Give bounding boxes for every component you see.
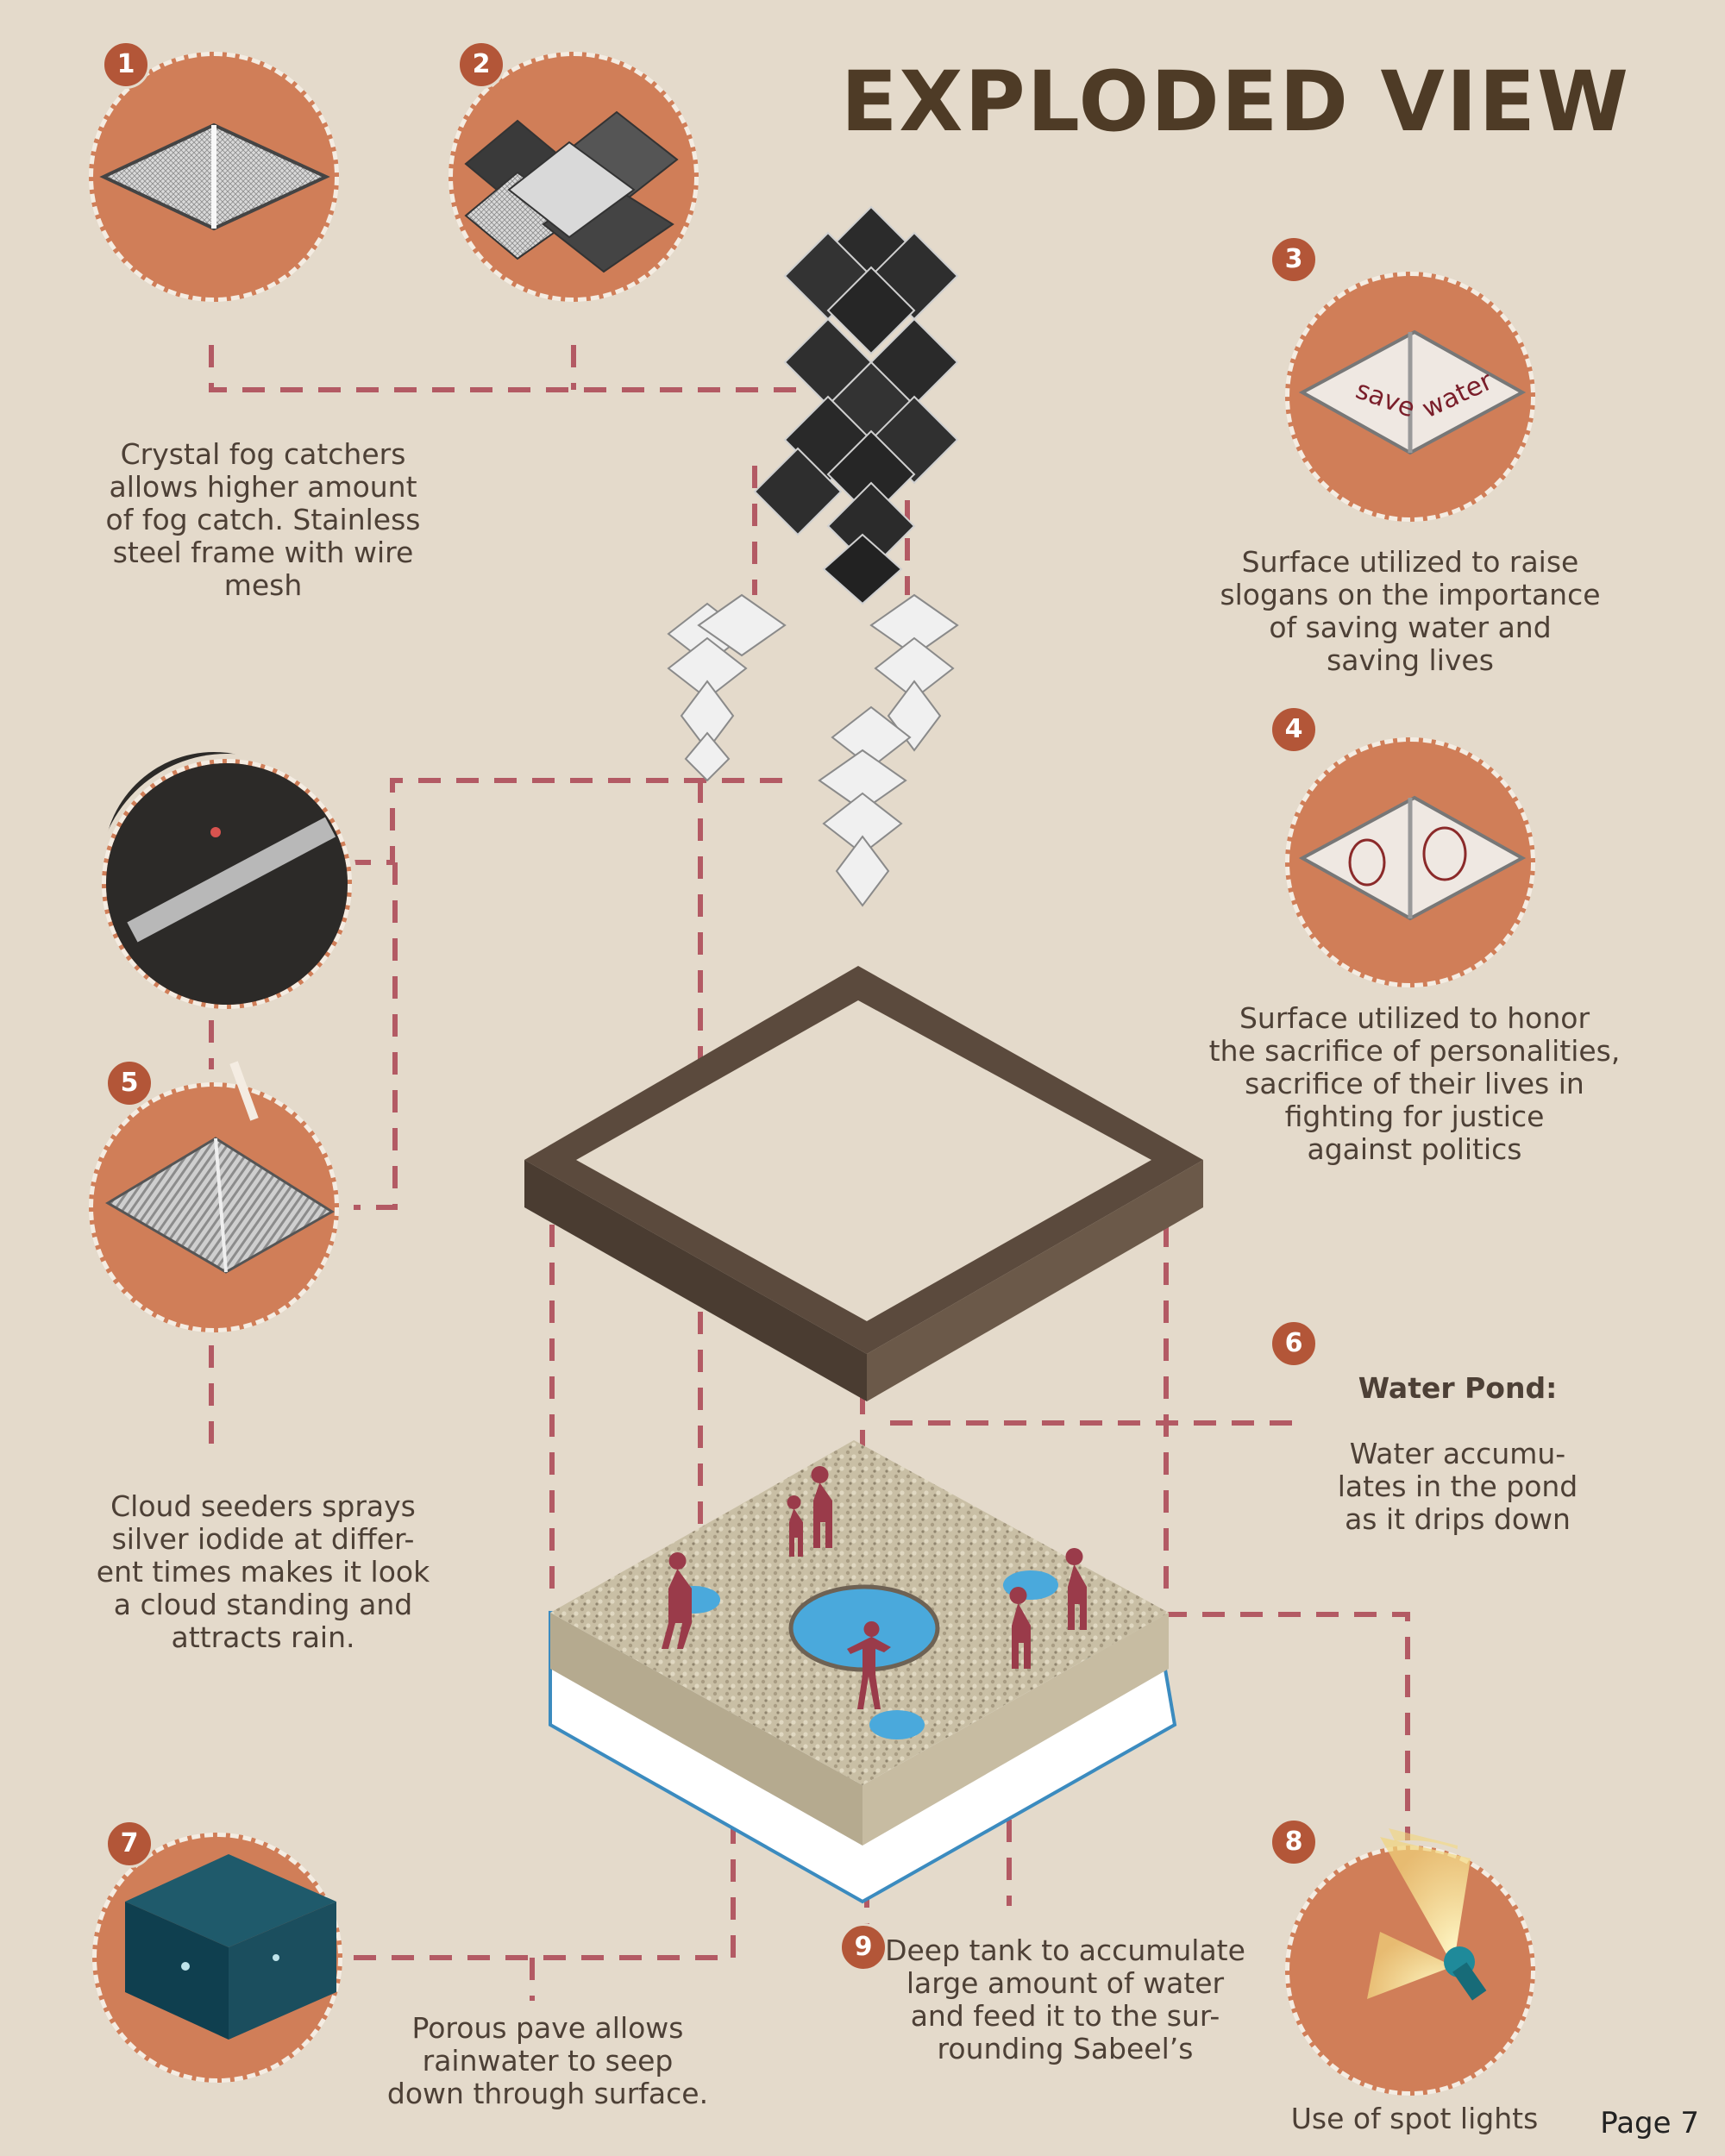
save-water-panel-icon: save water: [1298, 329, 1527, 455]
item-3-text: Surface utilized to raise slogans on the…: [1220, 545, 1601, 677]
item-5-text: Cloud seeders sprays silver iodide at di…: [96, 1489, 430, 1654]
ground-slab: [549, 1440, 1177, 1904]
item-9-text: Deep tank to accumulate large amount of …: [885, 1934, 1245, 2065]
fog-catcher-tower: [753, 205, 959, 605]
people-silhouettes: [662, 1466, 1087, 1709]
badge-2: 2: [457, 41, 505, 89]
item-8-text: Use of spot lights: [1290, 2102, 1539, 2135]
item-4-text: Surface utilized to honor the sacrifice …: [1208, 1001, 1621, 1166]
badge-4: 4: [1270, 705, 1318, 754]
badge-5: 5: [105, 1059, 154, 1107]
fog-catcher-text: Crystal fog catchers allows higher amoun…: [105, 437, 421, 602]
badge-3: 3: [1270, 235, 1318, 284]
item-7-text: Porous pave allows rainwater to seep dow…: [386, 2011, 709, 2110]
badge-8: 8: [1270, 1818, 1318, 1866]
badge-7: 7: [105, 1820, 154, 1868]
striped-pyramid-icon: [105, 1137, 335, 1274]
fog-catcher-cluster-icon: [464, 110, 679, 273]
page-title: EXPLODED VIEW: [840, 53, 1630, 150]
spot-light-icon: [1367, 1837, 1487, 2001]
badge-6: 6: [1270, 1319, 1318, 1368]
page-number: Page 7: [1600, 2106, 1699, 2140]
badge-9: 9: [839, 1923, 888, 1971]
badge-1: 1: [102, 41, 150, 89]
item-6-body: Water accumu- lates in the pond as it dr…: [1337, 1437, 1578, 1536]
porous-pave-block-icon: [125, 1854, 336, 2040]
portrait-panel-icon: [1298, 795, 1527, 921]
item-6-heading: Water Pond:: [1358, 1371, 1558, 1405]
item-6-text: Water Pond: Water accumu- lates in the p…: [1311, 1339, 1604, 1536]
small-pond: [869, 1710, 925, 1739]
white-fog-catcher-columns: [667, 593, 959, 907]
cloud-seeder-photo: [106, 763, 348, 1005]
seeder-nozzle: [229, 1061, 259, 1121]
square-frame: [524, 966, 1203, 1401]
